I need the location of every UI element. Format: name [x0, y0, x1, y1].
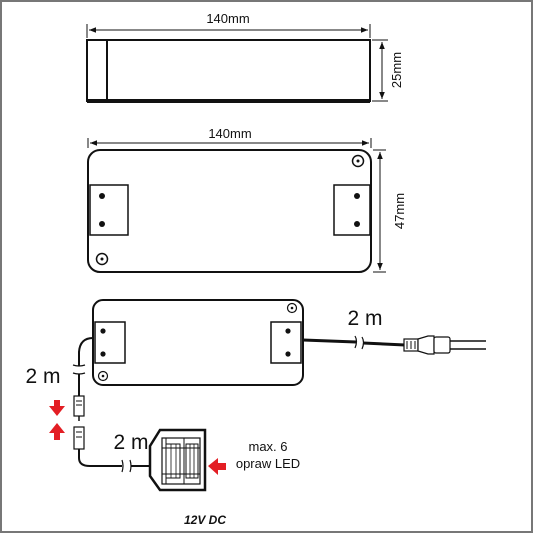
plug-icon: [403, 335, 486, 355]
distributor-cable-a: [78, 449, 122, 467]
psu-left-tab: [94, 321, 126, 364]
mains-cable-length-label: 2 m: [347, 307, 382, 330]
distributor-icon: [148, 428, 207, 492]
distributor-cable-length-label: 2 m: [113, 431, 148, 454]
wiring-view: 2 m 2 m: [25, 299, 486, 527]
top-view: 140mm 25mm: [86, 11, 404, 103]
max-fixtures-note-line1: max. 6: [248, 439, 287, 454]
mains-cable-segment-a: [302, 338, 357, 344]
voltage-label: 12V DC: [184, 513, 226, 527]
arrow-left-icon: [208, 458, 226, 475]
psu-right-tab: [270, 321, 302, 364]
output-cable-upper: [78, 337, 94, 366]
front-housing: [87, 149, 372, 273]
front-length-label: 140mm: [208, 126, 251, 141]
length-label: 140mm: [206, 11, 249, 26]
right-mounting-tab: [333, 184, 371, 236]
side-profile-endcap: [86, 39, 108, 102]
power-supply-housing: [92, 299, 304, 386]
output-cable-length-label: 2 m: [25, 365, 60, 388]
left-mounting-tab: [89, 184, 129, 236]
width-label: 47mm: [392, 193, 407, 229]
max-fixtures-note-line2: opraw LED: [236, 456, 300, 471]
side-profile-body: [86, 39, 371, 102]
arrow-up-icon: [49, 423, 65, 440]
mains-cable-segment-b: [362, 341, 406, 347]
connector-icon: [73, 395, 85, 450]
arrow-down-icon: [49, 400, 65, 416]
front-view: 140mm 47mm: [87, 126, 407, 273]
height-label: 25mm: [389, 52, 404, 88]
